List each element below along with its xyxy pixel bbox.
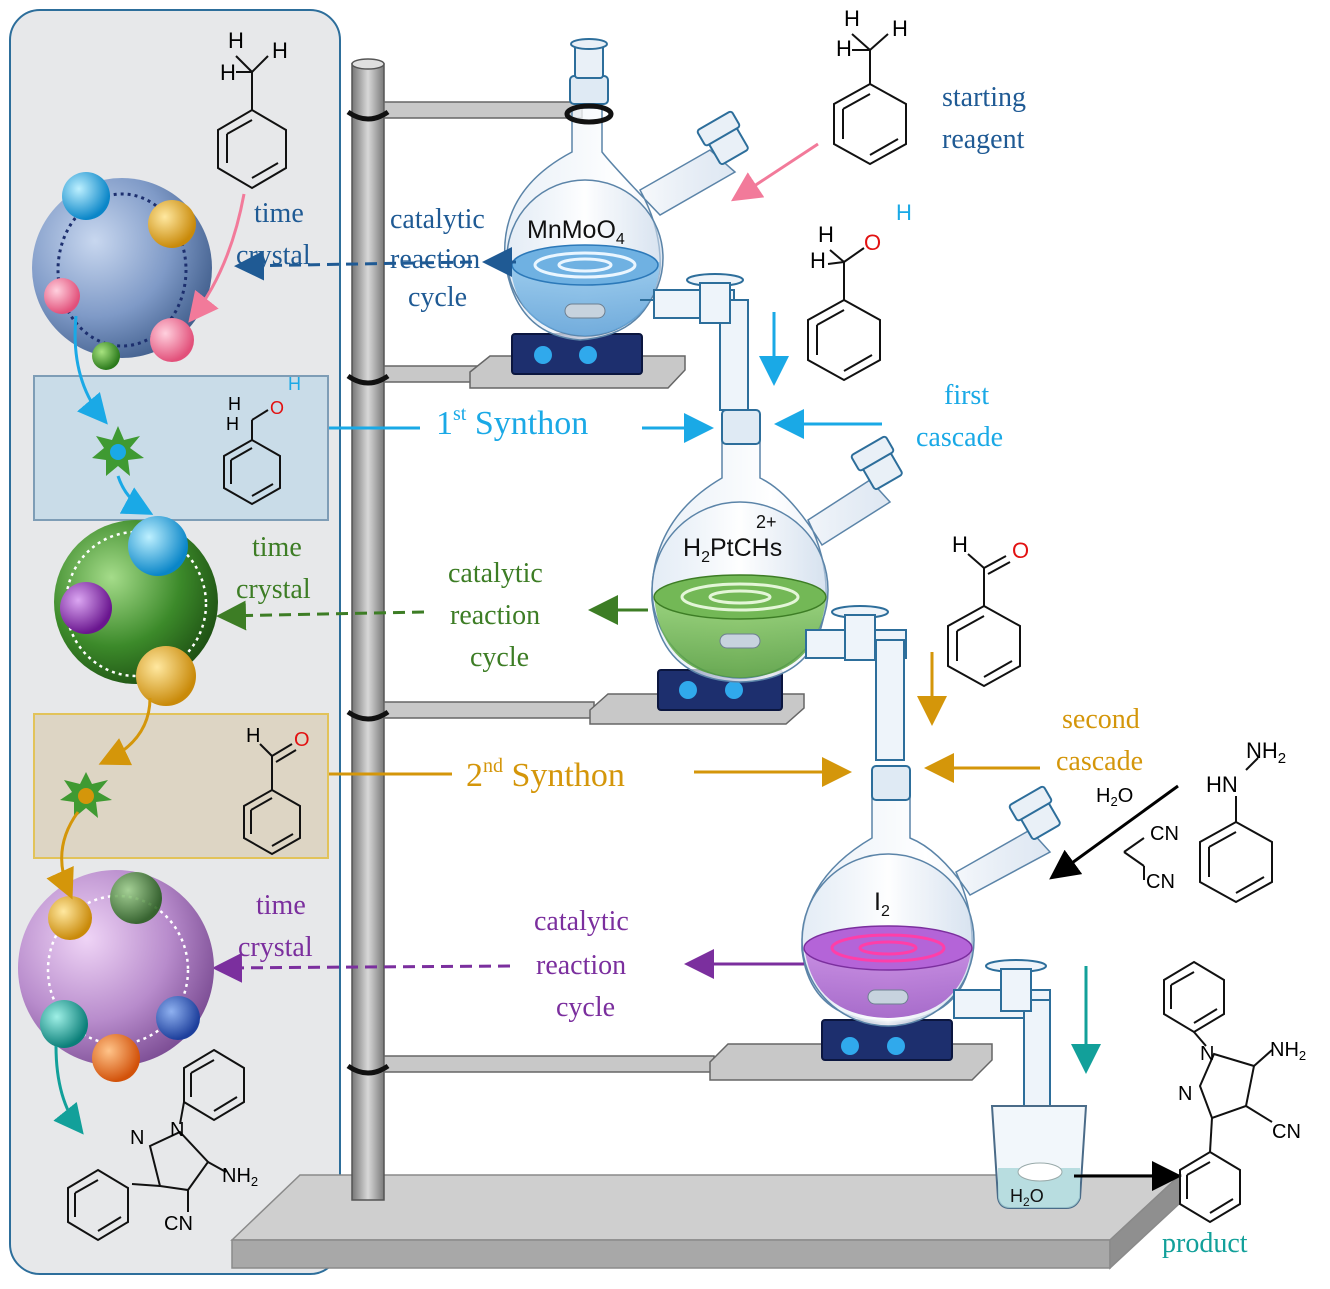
benzyl-alcohol-h1: H xyxy=(818,222,834,247)
left-toluene-h2: H xyxy=(272,38,288,63)
label-cascade-2: cascade xyxy=(1056,746,1143,777)
left-product-n2: N xyxy=(170,1119,184,1141)
flow-arrow-3 xyxy=(98,697,152,766)
flow-arrow-2 xyxy=(116,475,154,515)
left-benzyl-alcohol-molecule xyxy=(223,409,281,506)
stand-rod xyxy=(351,58,385,1201)
malononitrile-molecule xyxy=(1123,837,1145,880)
left-ba-o: O xyxy=(270,398,284,418)
malononitrile-cn2: CN xyxy=(1146,871,1175,893)
catalyst-mnmoo4: MnMoO4 xyxy=(527,216,625,248)
benzaldehyde-h: H xyxy=(952,532,968,557)
benzyl-alcohol-h3: H xyxy=(896,200,912,225)
flask-2 xyxy=(651,409,903,683)
left-bz-o: O xyxy=(294,729,310,751)
reagent-pink-arrow xyxy=(730,142,819,202)
phenylhydrazine-molecule xyxy=(1199,757,1273,904)
cycle3-label-1: catalytic xyxy=(534,906,629,937)
label-cascade-1: cascade xyxy=(916,422,1003,453)
product-beaker: H2O xyxy=(990,1105,1088,1209)
cycle1-label-1: catalytic xyxy=(390,204,485,235)
left-bz-h: H xyxy=(246,725,260,747)
label-synthon-1: 1st Synthon xyxy=(436,403,588,442)
time-crystal-1 xyxy=(32,172,212,370)
cycle2-label-1: catalytic xyxy=(448,558,543,589)
cycle3-label-3: cycle xyxy=(556,992,615,1023)
left-toluene-molecule xyxy=(217,55,287,190)
flow-arrow-1 xyxy=(73,315,108,425)
cycle2-dashed-arrow xyxy=(216,600,425,631)
left-toluene-h3: H xyxy=(220,60,236,85)
label-synthon-2: 2nd Synthon xyxy=(466,755,625,794)
time-crystal-2 xyxy=(54,516,218,706)
toluene-h2: H xyxy=(892,16,908,41)
label-reagent: reagent xyxy=(942,124,1025,155)
toluene-h1: H xyxy=(844,6,860,31)
benzaldehyde-o: O xyxy=(1012,538,1029,563)
reagent-black-arrow xyxy=(1049,784,1179,880)
benzyl-alcohol-o: O xyxy=(864,230,881,255)
product-right-n1: N xyxy=(1200,1043,1214,1065)
cycle1-dashed-arrow xyxy=(234,250,473,281)
left-product-cn: CN xyxy=(164,1213,193,1235)
flask-3 xyxy=(801,765,1061,1027)
product-right-n2: N xyxy=(1178,1083,1192,1105)
hydrazine-nh2: NH2 xyxy=(1246,738,1286,767)
label-first: first xyxy=(944,380,989,411)
tc2-label-2: crystal xyxy=(236,574,311,605)
benzyl-alcohol-molecule xyxy=(807,247,881,382)
left-ba-h2: H xyxy=(226,414,239,434)
catalyst-h2ptchs: H2PtCHs xyxy=(683,534,782,566)
tc1-label-1: time xyxy=(254,198,304,229)
label-product: product xyxy=(1162,1228,1248,1259)
reagent-water: H2O xyxy=(1096,785,1133,809)
left-ba-h1: H xyxy=(228,394,241,414)
cycle1-label-2: reaction xyxy=(390,244,480,275)
clamp-rings xyxy=(346,109,390,1076)
label-second: second xyxy=(1062,704,1140,735)
toluene-h3: H xyxy=(836,36,852,61)
toluene-molecule xyxy=(833,33,907,166)
stirrer-plates xyxy=(511,333,953,1061)
product-pyrazole-right xyxy=(1163,960,1273,1224)
benzaldehyde-molecule xyxy=(947,553,1021,688)
flow-arrow-5 xyxy=(53,1045,84,1135)
tc3-label-1: time xyxy=(256,890,306,921)
left-toluene-h1: H xyxy=(228,28,244,53)
tc3-label-2: crystal xyxy=(238,932,313,963)
tc2-label-1: time xyxy=(252,532,302,563)
malononitrile-cn1: CN xyxy=(1150,823,1179,845)
cycle2-label-2: reaction xyxy=(450,600,540,631)
left-product-nh2: NH2 xyxy=(222,1165,258,1189)
catalyst-i2: I2 xyxy=(874,888,890,920)
left-product-n1: N xyxy=(130,1127,144,1149)
catalyst-pt-charge: 2+ xyxy=(756,512,777,532)
left-ba-h3: H xyxy=(288,374,301,394)
connector-tube-1 xyxy=(653,273,749,411)
connector-tube-2 xyxy=(805,605,907,761)
cycle3-label-2: reaction xyxy=(536,950,626,981)
product-right-cn: CN xyxy=(1272,1121,1301,1143)
flow-pink-arrow xyxy=(188,193,246,323)
left-product-pyrazole xyxy=(67,1048,245,1242)
hydrazine-hn: HN xyxy=(1206,772,1238,797)
time-crystal-3 xyxy=(18,870,214,1082)
flask-1 xyxy=(503,38,749,341)
connector-tube-3 xyxy=(953,959,1051,1141)
cycle3-dashed-arrow xyxy=(212,952,511,983)
cycle2-label-3: cycle xyxy=(470,642,529,673)
beaker-water-label: H2O xyxy=(1010,1186,1044,1209)
left-benzaldehyde-molecule xyxy=(243,743,301,856)
benzyl-alcohol-h2: H xyxy=(810,248,826,273)
reaction-burst-1 xyxy=(92,426,144,476)
product-right-nh2: NH2 xyxy=(1270,1039,1306,1063)
label-starting: starting xyxy=(942,82,1026,113)
reaction-burst-2 xyxy=(60,772,112,818)
flow-arrow-4 xyxy=(46,811,80,900)
cycle1-label-3: cycle xyxy=(408,282,467,313)
